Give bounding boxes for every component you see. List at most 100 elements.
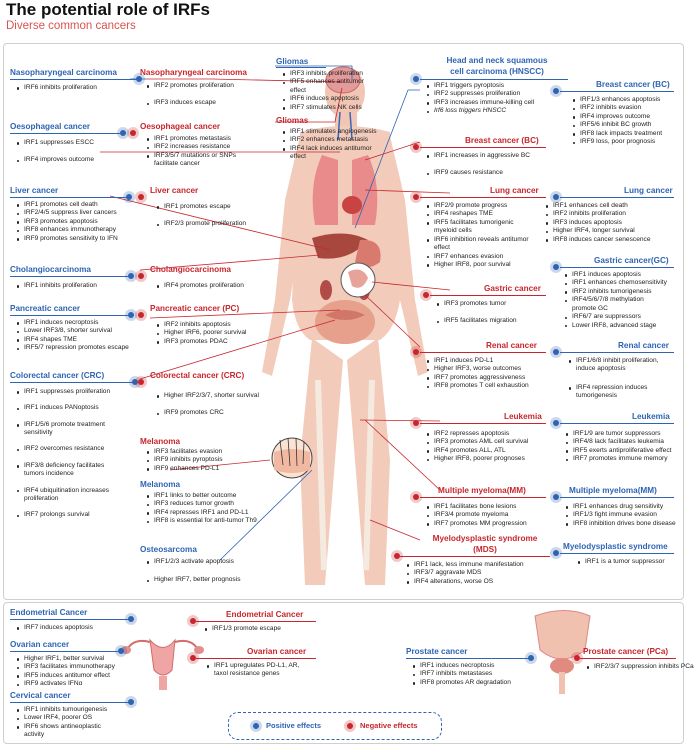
panc-neg-dot bbox=[138, 312, 144, 318]
naso-pos-underline bbox=[10, 79, 138, 80]
cerv-pos-dot bbox=[128, 699, 134, 705]
oeso-neg-dot bbox=[130, 130, 136, 136]
list-item: IRF3 facilitates immunotherapy bbox=[17, 663, 115, 671]
list-item: IRF3 induces escape bbox=[147, 99, 234, 107]
list-item: IRF8 induces cancer senescence bbox=[546, 235, 651, 243]
list-item: Higher IRF3, worse outcomes bbox=[427, 365, 529, 373]
list-item: IRF1/3 fight immune evasion bbox=[566, 511, 676, 519]
ovar-pos-list: Higher IRF1, better survival IRF3 facili… bbox=[14, 655, 115, 689]
list-item: IRF6/7 are suppressors bbox=[565, 313, 667, 321]
list-item: IRF1 links to better outcome bbox=[147, 492, 257, 500]
list-item: IRF4 shapes TME bbox=[17, 336, 129, 344]
lung-pos-dot bbox=[553, 194, 559, 200]
list-item: IRF3 reduces tumor growth bbox=[147, 500, 257, 508]
mds-neg-title-line2: (MDS) bbox=[473, 545, 497, 554]
list-item: IRF2 inhibits tumorigenesis bbox=[565, 288, 667, 296]
list-item: IRF1 is a tumor suppressor bbox=[578, 558, 665, 565]
list-item: IRF7 inhibits metastases bbox=[413, 670, 511, 678]
naso-pos-list: IRF6 inhibits proliferation bbox=[14, 84, 97, 92]
crc-pos-list: IRF1 suppresses proliferation IRF1 induc… bbox=[14, 388, 110, 520]
mds-pos-list: IRF1 is a tumor suppressor bbox=[575, 558, 665, 566]
renal-neg-title: Renal cancer bbox=[486, 341, 537, 350]
pros-pos-dot bbox=[528, 655, 534, 661]
chol-neg-title: Cholangiocarcinoma bbox=[150, 265, 231, 274]
list-item: IRF2/9 promote progress bbox=[427, 202, 529, 210]
list-item: IRF1 triggers pyroptosis bbox=[426, 82, 534, 90]
list-item: IRF7 induces apoptosis bbox=[17, 624, 93, 631]
list-item: IRF4 promotes ALL, ATL bbox=[426, 447, 528, 455]
liver-pos-underline bbox=[10, 197, 128, 198]
list-item: IRF1 induces PD-L1 bbox=[427, 357, 529, 365]
list-item: IRF6 induces apoptosis bbox=[282, 95, 364, 103]
renal-pos-underline bbox=[560, 352, 674, 353]
mm-pos-dot bbox=[553, 494, 559, 500]
endo-neg-title: Endometrial Cancer bbox=[226, 610, 304, 619]
list-item: IRF2 inhibits proliferation bbox=[546, 210, 651, 218]
crc-pos-title: Colorectal cancer (CRC) bbox=[10, 371, 105, 380]
osteo-pos-list: IRF1/2/3 activate apoptosis Higher IRF7,… bbox=[144, 558, 241, 585]
pros-pos-underline bbox=[406, 658, 530, 659]
list-item: IRF7 prolongs survival bbox=[16, 511, 110, 519]
lung-neg-title: Lung cancer bbox=[490, 186, 539, 195]
list-item-cont: taxol resistance genes bbox=[214, 670, 280, 678]
list-item: IRF1 enhances cell death bbox=[546, 202, 651, 210]
list-item: IRF1/2/3 activate apoptosis bbox=[147, 558, 241, 566]
list-item: IRF9 promotes CRC bbox=[157, 409, 259, 417]
oeso-neg-list: IRF1 promotes metastasis IRF2 increases … bbox=[144, 135, 236, 169]
oeso-pos-underline bbox=[10, 133, 122, 134]
naso-neg-list: IRF2 promotes proliferation IRF3 induces… bbox=[144, 82, 234, 117]
mds-pos-title: Myelodysplastic syndrome bbox=[563, 542, 668, 551]
list-item-cont: promote GC bbox=[572, 304, 608, 312]
list-item-cont: effect bbox=[290, 153, 307, 161]
list-item: IRF4 represses IRF1 and PD-L1 bbox=[147, 509, 257, 517]
list-item: Higher IRF2/3/7, shorter survival bbox=[157, 392, 259, 399]
glioma-neg-list: IRF1 stimulates angiogenesis IRF2 enhanc… bbox=[280, 128, 377, 162]
pros-pos-title: Prostate cancer bbox=[406, 647, 468, 656]
panc-pos-title: Pancreatic cancer bbox=[10, 304, 81, 313]
lung-neg-dot bbox=[413, 194, 419, 200]
list-item: IRF2 inhibits apoptosis bbox=[156, 321, 246, 329]
list-item: IRF4 lack induces antitumor bbox=[283, 145, 377, 153]
mm-neg-title: Multiple myeloma(MM) bbox=[438, 486, 526, 495]
list-item: Higher IRF1, better survival bbox=[17, 655, 115, 663]
legend-negative-marker bbox=[347, 723, 353, 729]
chol-pos-list: IRF1 inhibits proliferation bbox=[14, 282, 97, 290]
pros-pos-list: IRF1 induces necroptosis IRF7 inhibits m… bbox=[410, 662, 511, 687]
list-item: IRF9 loss, poor prognosis bbox=[572, 138, 662, 146]
prostate-bladder-illustration bbox=[534, 610, 591, 694]
list-item: Higher IRF6, poorer survival bbox=[156, 329, 247, 337]
leuk-neg-underline bbox=[420, 423, 546, 424]
liver-neg-list: IRF1 promotes escape IRF2/3 promote prol… bbox=[154, 203, 246, 238]
chol-neg-list: IRF4 promotes proliferation bbox=[154, 282, 244, 290]
list-item: IRF3/8 deficiency facilitates bbox=[16, 462, 110, 470]
list-item: IRF8 inhibition drives bone disease bbox=[566, 519, 676, 527]
list-item: IRF3 promotes AML cell survival bbox=[426, 438, 529, 446]
human-body-organs-illustration bbox=[262, 66, 428, 585]
glioma-pos-list: IRF3 inhibits proliferation IRF5 enhance… bbox=[280, 70, 364, 112]
list-item-cont: facilitate cancer bbox=[154, 160, 200, 168]
hnscc-pos-title-line1: Head and neck squamous bbox=[446, 56, 548, 65]
endo-neg-list: IRF1/3 promote escape bbox=[202, 625, 281, 633]
endo-neg-underline bbox=[196, 621, 316, 622]
list-item: IRF3/4 promote myeloma bbox=[427, 511, 527, 519]
list-item: IRF1 enhances chemosensitivity bbox=[565, 279, 667, 287]
list-item: IRF1 increases in aggressive BC bbox=[426, 152, 531, 159]
list-item: IRF1 enhances drug sensitivity bbox=[566, 503, 676, 511]
mds-neg-dot bbox=[394, 553, 400, 559]
leuk-neg-title: Leukemia bbox=[504, 412, 542, 421]
list-item: IRF6 inhibits proliferation bbox=[17, 84, 97, 91]
leuk-pos-underline bbox=[560, 423, 674, 424]
mds-pos-dot bbox=[553, 550, 559, 556]
ovar-neg-title: Ovarian cancer bbox=[247, 647, 307, 656]
ovar-pos-underline bbox=[10, 651, 120, 652]
cerv-pos-underline bbox=[10, 702, 130, 703]
list-item: IRF5 facilitates tumorigenic bbox=[427, 219, 529, 227]
mel-pos-list: IRF1 links to better outcome IRF3 reduce… bbox=[144, 492, 257, 526]
list-item: IRF5 facilitates migration bbox=[437, 317, 517, 325]
list-item: IRF2/4/5 suppress liver cancers bbox=[17, 209, 117, 217]
list-item: IRF8 promotes AR degradation bbox=[413, 678, 511, 686]
list-item: Lower IRF8, advanced stage bbox=[565, 322, 667, 330]
panc-neg-title: Pancreatic cancer (PC) bbox=[150, 304, 240, 313]
endo-neg-dot bbox=[190, 618, 196, 624]
breast-pos-title: Breast cancer (BC) bbox=[596, 80, 670, 89]
